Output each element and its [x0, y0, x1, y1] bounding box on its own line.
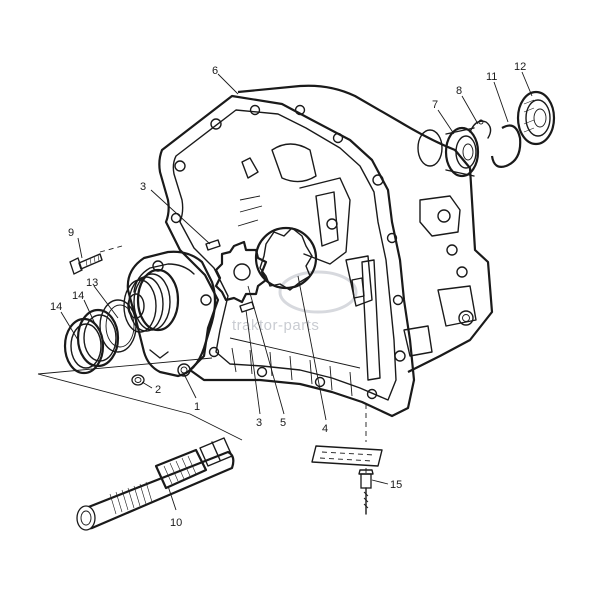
callout-3-lower: 3 — [256, 417, 262, 429]
seal-ring-part-14 — [63, 308, 120, 375]
callout-13: 13 — [86, 277, 98, 289]
callout-2: 2 — [155, 384, 161, 396]
dowel-part-2 — [131, 374, 145, 386]
pump-hub — [123, 268, 180, 333]
callout-4: 4 — [322, 423, 328, 435]
bolt-part-9 — [69, 253, 103, 275]
bearing-part-7 — [444, 126, 480, 178]
snap-ring-part-8 — [469, 119, 492, 139]
input-shaft-part-10 — [76, 437, 235, 531]
watermark: traktor-parts — [232, 270, 358, 334]
callout-14-outer: 14 — [50, 301, 62, 313]
callout-1: 1 — [194, 401, 200, 413]
callout-6: 6 — [212, 65, 218, 77]
watermark-text: traktor-parts — [232, 317, 319, 334]
seal-ring-part-13 — [99, 299, 137, 353]
leader-lines — [60, 71, 533, 511]
callout-15: 15 — [390, 479, 402, 491]
callout-9: 9 — [68, 227, 74, 239]
callout-11: 11 — [486, 71, 497, 83]
callout-12: 12 — [514, 61, 526, 73]
callout-8: 8 — [456, 85, 462, 97]
callout-labels: 1 2 3 3 4 5 6 7 8 9 10 11 12 13 14 14 15 — [50, 61, 526, 529]
callout-7: 7 — [432, 99, 438, 111]
housing-part-6 — [158, 84, 494, 418]
callout-10: 10 — [170, 517, 182, 529]
circlip-part-11 — [490, 124, 522, 168]
callout-5: 5 — [280, 417, 286, 429]
seal-part-12 — [516, 90, 556, 146]
outer-gear-part-4 — [254, 226, 318, 291]
gasket — [311, 445, 383, 467]
plug-part-15 — [358, 469, 374, 515]
assembly-lines — [37, 245, 367, 474]
callout-3-upper: 3 — [140, 181, 146, 193]
pump-cover-part-1 — [126, 250, 217, 378]
callout-14-inner: 14 — [72, 290, 84, 302]
